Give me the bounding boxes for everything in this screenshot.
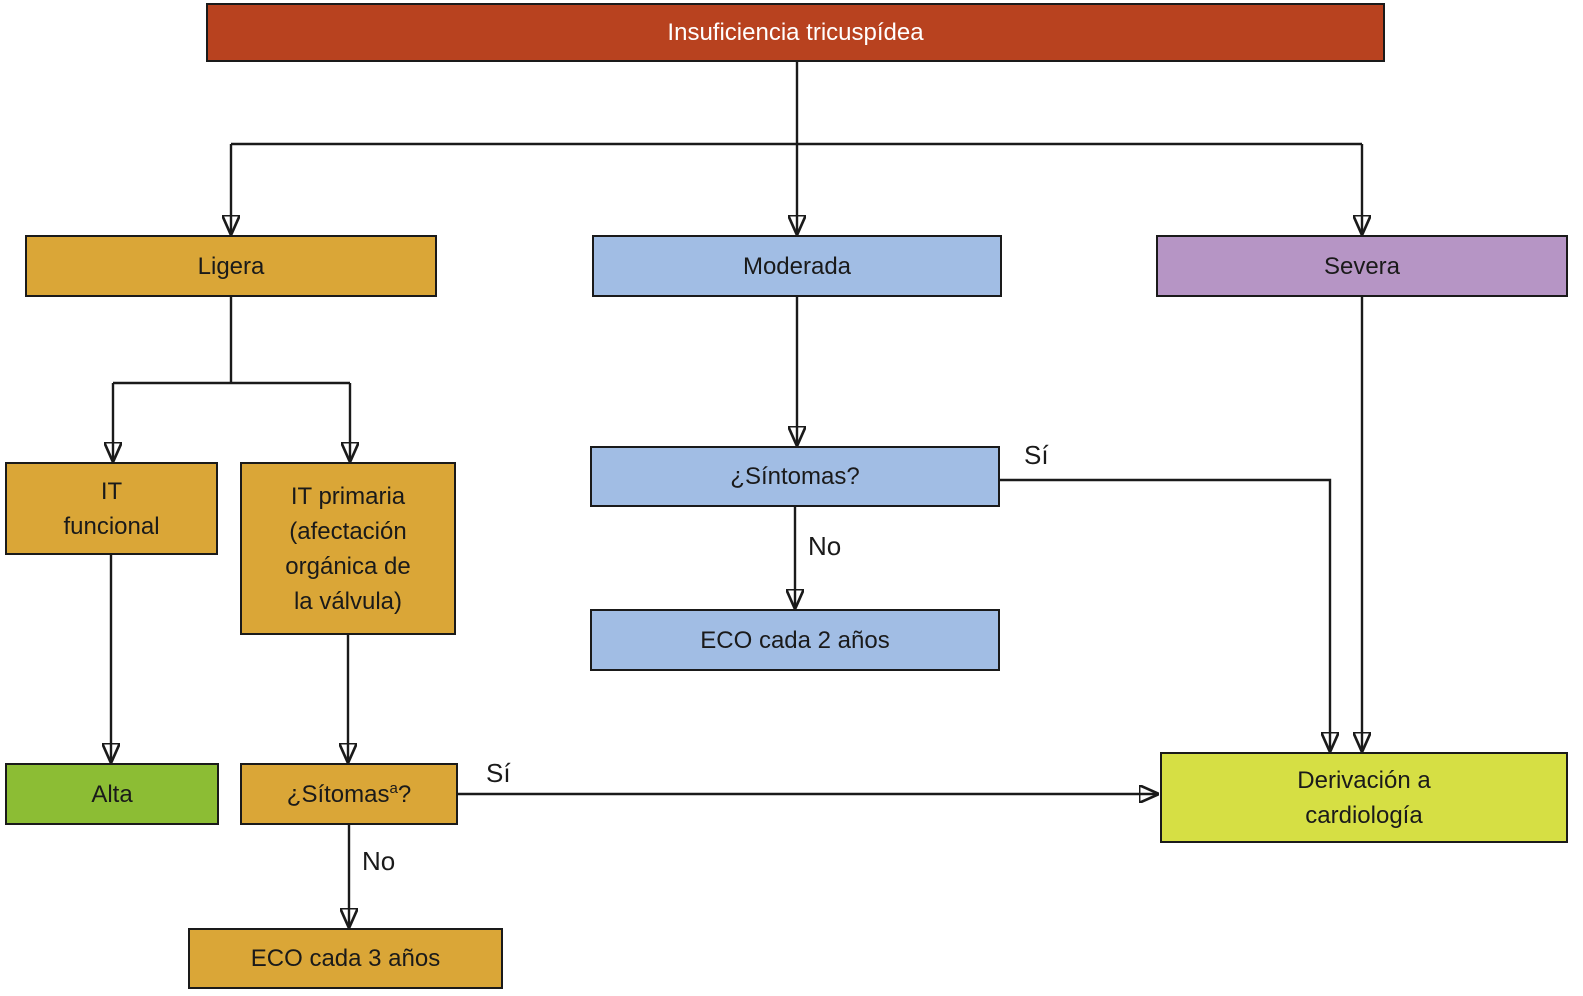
edge-label-si-ligera: Sí — [486, 758, 511, 788]
node-ligera: Ligera — [25, 235, 437, 297]
edge-label-no-moderada: No — [808, 531, 842, 561]
node-sintomas-label: ¿Síntomas? — [730, 463, 860, 490]
node-sitomas-ligera: ¿Sítomasa? — [240, 763, 458, 825]
node-severa: Severa — [1156, 235, 1568, 297]
node-it-primaria: IT primaria (afectación orgánica de la v… — [240, 462, 456, 635]
edge-label-no-ligera: No — [362, 846, 396, 876]
node-derivacion-cardiologia: Derivación a cardiología — [1160, 752, 1568, 843]
node-sitomas-ligera-label: ¿Sítomasa? — [286, 779, 412, 808]
node-sintomas-moderada: ¿Síntomas? — [590, 446, 1000, 507]
arrow-sintomas-si-to-derivacion — [1000, 478, 1330, 751]
node-eco-cada-2-anos: ECO cada 2 años — [590, 609, 1000, 671]
node-alta: Alta — [5, 763, 219, 825]
footnote-marker-a: a — [389, 779, 398, 797]
node-it-funcional: IT funcional — [5, 462, 218, 555]
node-eco-cada-3-anos: ECO cada 3 años — [188, 928, 503, 989]
node-title: Insuficiencia tricuspídea — [206, 3, 1385, 62]
node-moderada: Moderada — [592, 235, 1002, 297]
edge-label-si-moderada: Sí — [1024, 440, 1049, 470]
